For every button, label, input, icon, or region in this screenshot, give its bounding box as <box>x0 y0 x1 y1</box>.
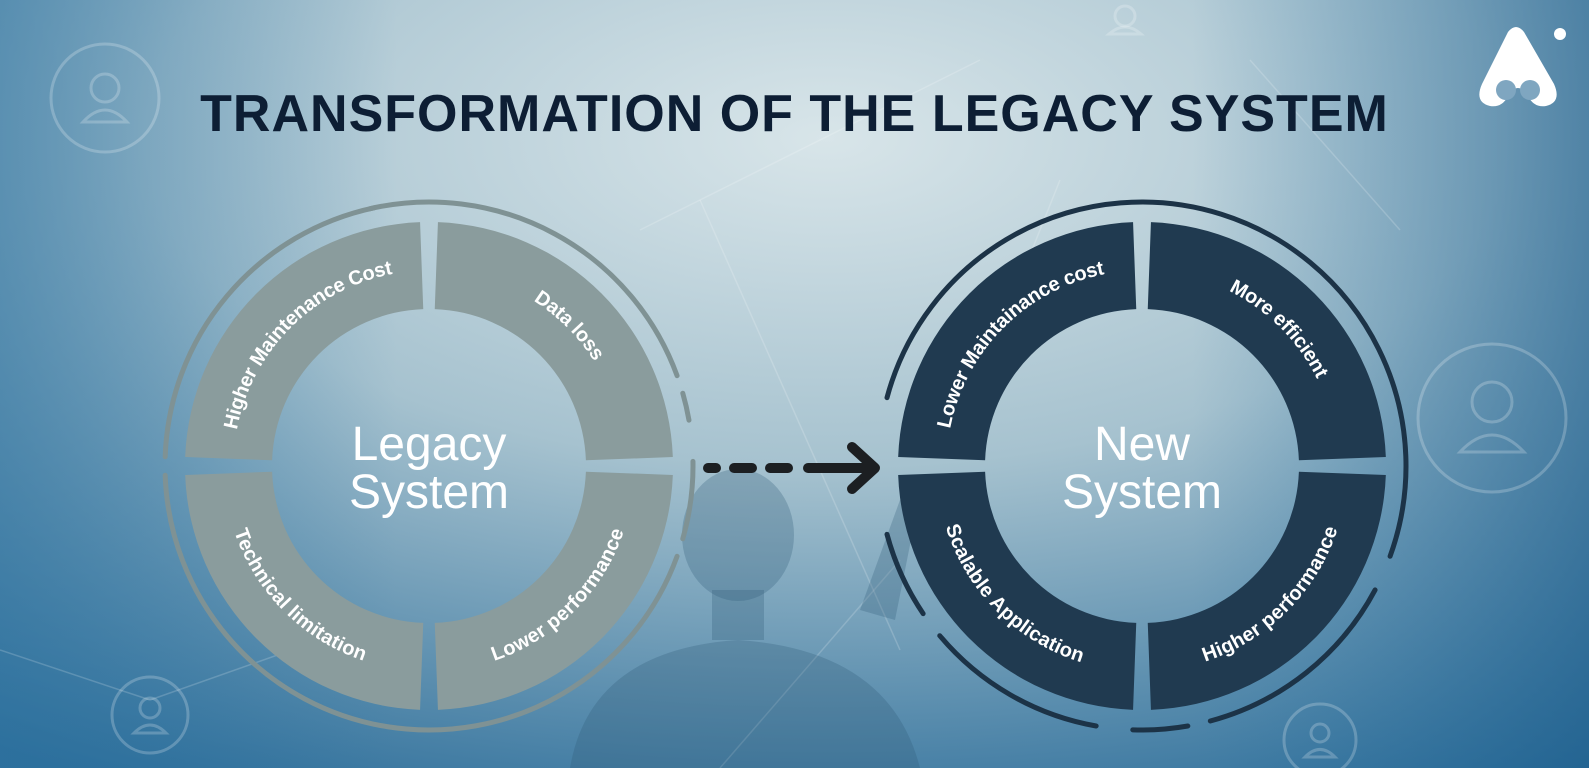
new-outer-ring-arc <box>884 531 926 617</box>
user-icon <box>1105 4 1145 36</box>
legacy-outer-ring <box>162 199 696 733</box>
legacy-outer-ring-arc <box>680 390 692 423</box>
new-outer-ring-arc <box>937 633 1099 729</box>
user-icon <box>49 42 161 154</box>
legacy-center-line2: System <box>349 466 509 519</box>
user-icon <box>1282 702 1358 768</box>
legacy-segment <box>185 222 424 461</box>
new-outer-ring-arc <box>1207 587 1378 724</box>
page-title: TRANSFORMATION OF THE LEGACY SYSTEM <box>200 85 1389 143</box>
user-icon <box>110 675 190 755</box>
new-outer-ring <box>884 199 1409 733</box>
new-segment <box>898 471 1137 710</box>
dashed-arrow-right-icon <box>703 442 880 494</box>
legacy-center-line1: Legacy <box>352 418 507 471</box>
background-person-silhouette <box>570 469 920 768</box>
legacy-outer-ring-arc <box>367 199 680 379</box>
new-center-line1: New <box>1094 418 1190 471</box>
user-icon <box>1416 342 1568 494</box>
new-outer-ring-arc <box>884 199 1409 559</box>
brand-logo-icon <box>1479 27 1566 107</box>
legacy-outer-ring-arc <box>162 205 377 460</box>
legacy-outer-ring-arc <box>680 458 696 542</box>
new-segment <box>898 222 1137 461</box>
new-segment <box>1147 471 1386 710</box>
legacy-segment <box>434 471 673 710</box>
legacy-segment <box>434 222 673 461</box>
new-outer-ring-arc <box>1130 723 1191 733</box>
legacy-segment <box>185 471 424 710</box>
new-segment <box>1147 222 1386 461</box>
new-center-line2: System <box>1062 466 1222 519</box>
legacy-outer-ring-arc <box>162 472 680 733</box>
